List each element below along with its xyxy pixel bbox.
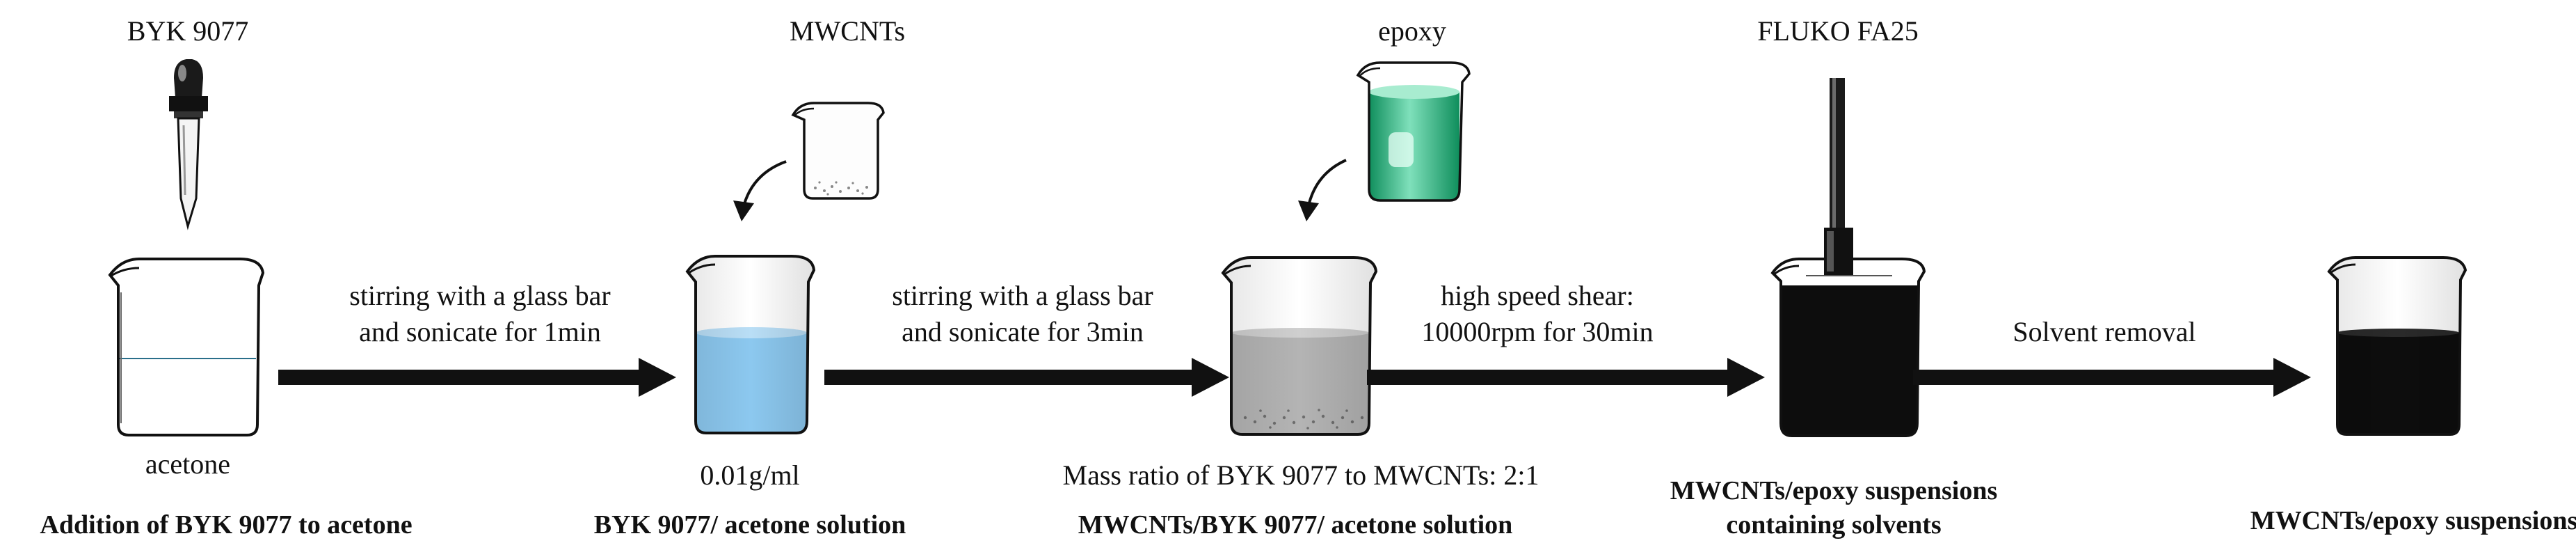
arrow-label-line2: 10000rpm for 30min: [1421, 316, 1653, 347]
beaker-mwcnt-byk-acetone: [1221, 256, 1378, 436]
step-caption: MWCNTs/epoxy suspensions: [2250, 506, 2576, 535]
step-caption: MWCNTs/BYK 9077/ acetone solution: [1078, 510, 1513, 540]
small-beaker-mwcnts: [791, 102, 885, 200]
step-caption-line2: containing solvents: [1726, 510, 1941, 540]
arrow-label-line2: and sonicate for 3min: [902, 316, 1144, 347]
process-arrow: [824, 358, 1229, 397]
step-caption-line1: MWCNTs/epoxy suspensions: [1670, 476, 1998, 505]
reagent-label-mwcnts: MWCNTs: [790, 15, 905, 47]
beaker-epoxy-solvents: [1770, 258, 1926, 437]
reagent-label-fluko: FLUKO FA25: [1757, 15, 1919, 47]
pour-arrow-icon: [733, 160, 787, 221]
pour-arrow-icon: [1298, 159, 1347, 221]
shear-mixer-icon: [1824, 78, 1853, 275]
arrow-label-line1: high speed shear:: [1441, 280, 1634, 311]
reagent-label-byk: BYK 9077: [127, 15, 248, 47]
step-caption: Addition of BYK 9077 to acetone: [40, 510, 412, 540]
step-caption: BYK 9077/ acetone solution: [594, 510, 906, 540]
arrow-label-line1: stirring with a glass bar: [349, 280, 611, 311]
process-arrow: [278, 358, 676, 397]
beaker-byk-acetone: [685, 255, 816, 434]
content-label-mass-ratio: Mass ratio of BYK 9077 to MWCNTs: 2:1: [1063, 459, 1539, 491]
process-arrow: [1913, 358, 2311, 397]
small-beaker-epoxy: [1356, 61, 1471, 202]
process-arrow: [1367, 358, 1765, 397]
beaker-final-suspension: [2327, 256, 2467, 436]
arrow-label-line1: stirring with a glass bar: [892, 280, 1153, 311]
dropper-icon: [169, 59, 208, 230]
reagent-label-epoxy: epoxy: [1378, 15, 1446, 47]
arrow-label-line2: and sonicate for 1min: [359, 316, 601, 347]
content-label-acetone: acetone: [145, 448, 230, 480]
beaker-acetone: [108, 258, 265, 436]
arrow-label-line1: Solvent removal: [2013, 316, 2195, 347]
content-label-concentration: 0.01g/ml: [700, 459, 799, 491]
